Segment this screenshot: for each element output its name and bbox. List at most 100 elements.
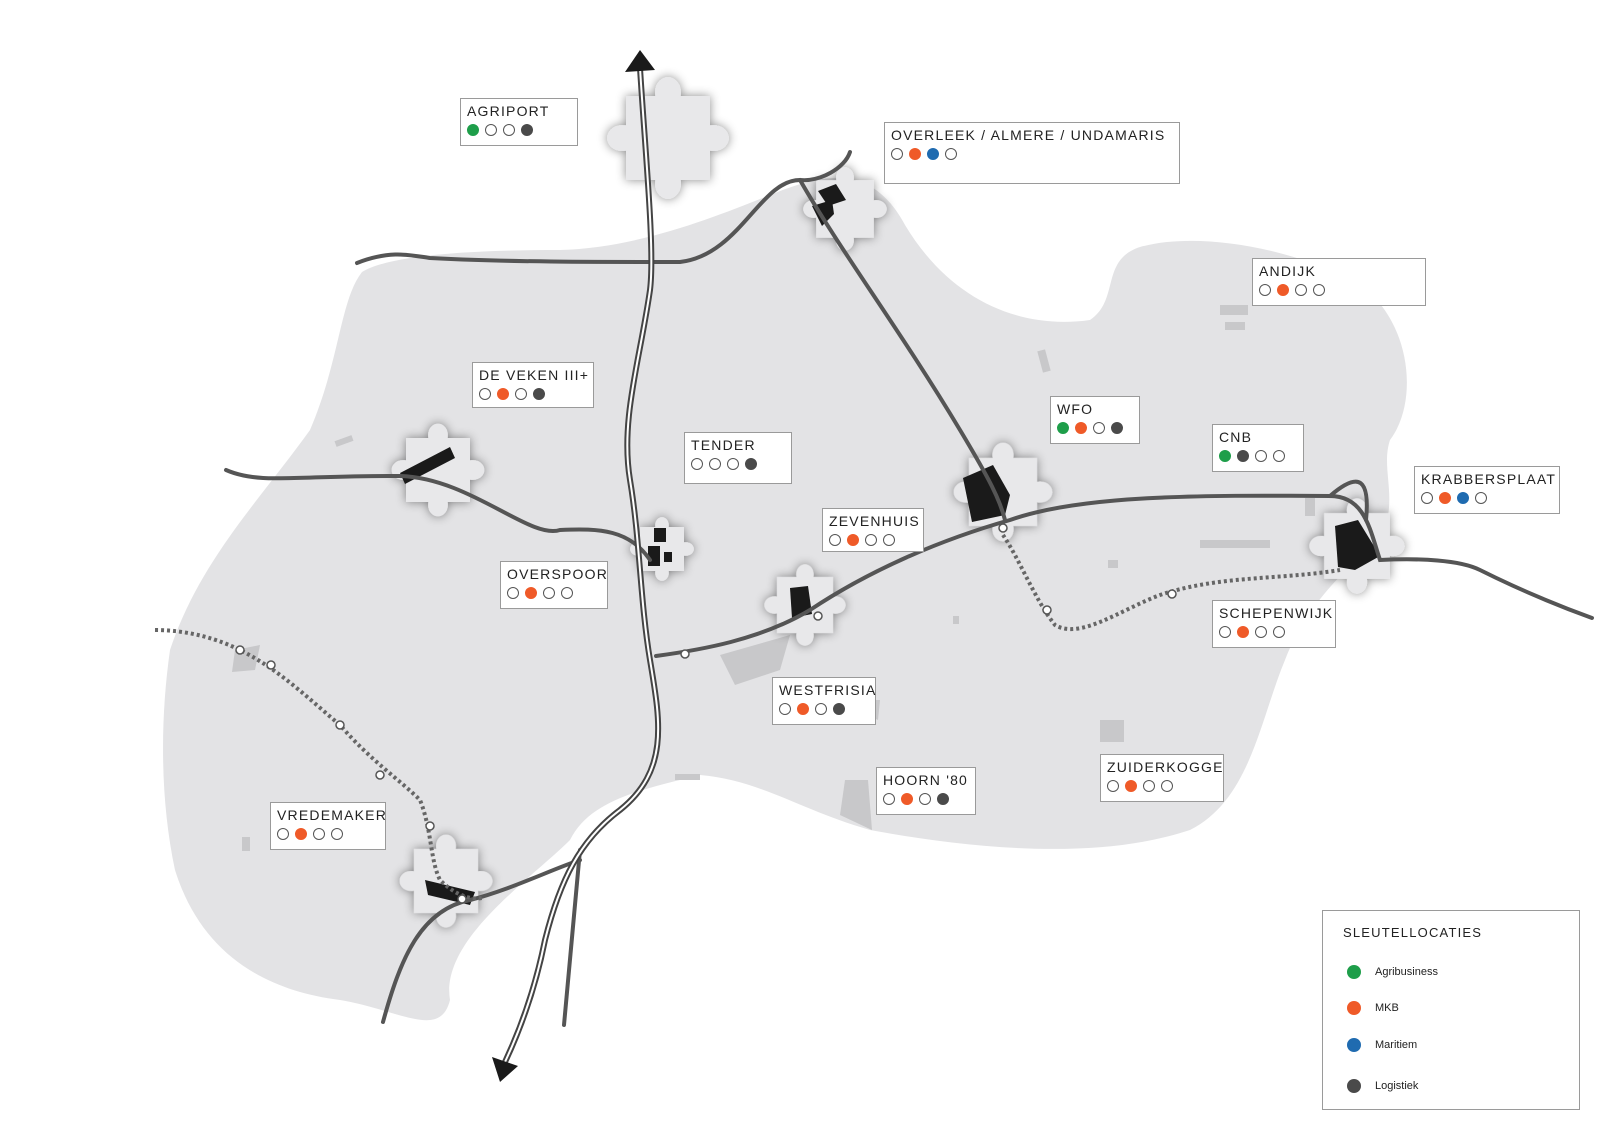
roads	[224, 150, 1594, 1027]
location-name: DE VEKEN III+	[479, 367, 590, 383]
sector-dot-empty	[277, 827, 289, 840]
sector-dot-empty	[883, 533, 895, 546]
sector-dot-empty	[1107, 779, 1119, 792]
location-box: KRABBERSPLAAT	[1414, 466, 1560, 514]
location-name: TENDER	[691, 437, 756, 453]
sector-dot-empty	[779, 702, 791, 715]
north-arrow-icon	[625, 50, 655, 72]
sector-dot-empty	[691, 457, 703, 470]
location-box: OVERLEEK / ALMERE / UNDAMARIS	[884, 122, 1180, 184]
sector-indicators	[1057, 419, 1133, 435]
sector-dot-empty	[313, 827, 325, 840]
location-box: OVERSPOOR	[500, 561, 608, 609]
sector-dot-empty	[709, 457, 721, 470]
legend-item-mkb: MKB	[1347, 999, 1399, 1015]
location-box: ANDIJK	[1252, 258, 1426, 306]
sector-dot-logistiek	[521, 123, 533, 136]
sector-dot-logistiek	[533, 387, 545, 400]
sector-indicators	[779, 700, 869, 716]
sector-dot-empty	[1273, 625, 1285, 638]
sector-dot-mkb	[901, 792, 913, 805]
location-name: CNB	[1219, 429, 1253, 445]
sector-dot-empty	[727, 457, 739, 470]
location-box: ZUIDERKOGGE	[1100, 754, 1224, 802]
location-box: WFO	[1050, 396, 1140, 444]
location-name: KRABBERSPLAAT	[1421, 471, 1557, 487]
location-box: WESTFRISIA	[772, 677, 876, 725]
sector-indicators	[883, 790, 969, 806]
sector-dot-empty	[515, 387, 527, 400]
legend-swatch	[1347, 1037, 1361, 1052]
legend-item-maritiem: Maritiem	[1347, 1036, 1417, 1052]
sector-dot-empty	[561, 586, 573, 599]
sector-dot-mkb	[797, 702, 809, 715]
sector-dot-empty	[1313, 283, 1325, 296]
sector-indicators	[1219, 623, 1329, 639]
legend-title: SLEUTELLOCATIES	[1343, 925, 1483, 940]
sector-dot-empty	[919, 792, 931, 805]
location-name: VREDEMAKER	[277, 807, 388, 823]
sector-indicators	[1259, 281, 1419, 297]
sector-dot-empty	[865, 533, 877, 546]
stations	[235, 523, 1177, 904]
location-name: SCHEPENWIJK	[1219, 605, 1334, 621]
sector-dot-empty	[1255, 625, 1267, 638]
legend-swatch	[1347, 1078, 1361, 1093]
sector-dot-maritiem	[1457, 491, 1469, 504]
location-box: CNB	[1212, 424, 1304, 472]
sector-dot-empty	[891, 147, 903, 160]
sector-indicators	[479, 385, 587, 401]
sector-dot-mkb	[497, 387, 509, 400]
sector-dot-empty	[543, 586, 555, 599]
sector-dot-empty	[1093, 421, 1105, 434]
sector-dot-mkb	[1439, 491, 1451, 504]
sector-dot-logistiek	[1237, 449, 1249, 462]
sector-dot-empty	[1143, 779, 1155, 792]
sector-dot-empty	[815, 702, 827, 715]
sector-dot-mkb	[525, 586, 537, 599]
sector-dot-empty	[945, 147, 957, 160]
location-box: SCHEPENWIJK	[1212, 600, 1336, 648]
location-box: TENDER	[684, 432, 792, 484]
sector-dot-empty	[1219, 625, 1231, 638]
sector-dot-empty	[507, 586, 519, 599]
sector-dot-empty	[1255, 449, 1267, 462]
location-name: HOORN '80	[883, 772, 969, 788]
sector-dot-logistiek	[833, 702, 845, 715]
sector-dot-empty	[883, 792, 895, 805]
sector-indicators	[467, 121, 571, 137]
location-name: WFO	[1057, 401, 1094, 417]
legend-swatch	[1347, 964, 1361, 979]
sector-indicators	[1107, 777, 1217, 793]
sector-dot-agribusiness	[1219, 449, 1231, 462]
sector-indicators	[277, 825, 379, 841]
sector-dot-mkb	[295, 827, 307, 840]
sector-dot-agribusiness	[467, 123, 479, 136]
location-name: OVERSPOOR	[507, 566, 609, 582]
sector-dot-empty	[829, 533, 841, 546]
sector-indicators	[1219, 447, 1297, 463]
location-name: ANDIJK	[1259, 263, 1316, 279]
legend: SLEUTELLOCATIES Agribusiness MKB Maritie…	[1322, 910, 1580, 1110]
legend-swatch	[1347, 1000, 1361, 1015]
sector-dot-logistiek	[937, 792, 949, 805]
sector-dot-empty	[479, 387, 491, 400]
sector-dot-empty	[1421, 491, 1433, 504]
sector-dot-mkb	[909, 147, 921, 160]
sector-indicators	[829, 531, 917, 547]
sector-dot-maritiem	[927, 147, 939, 160]
location-name: ZEVENHUIS	[829, 513, 920, 529]
sector-dot-empty	[1475, 491, 1487, 504]
sector-dot-empty	[1273, 449, 1285, 462]
sector-dot-mkb	[847, 533, 859, 546]
location-name: ZUIDERKOGGE	[1107, 759, 1224, 775]
location-name: WESTFRISIA	[779, 682, 877, 698]
south-arrow-icon	[492, 1057, 518, 1082]
sector-dot-mkb	[1075, 421, 1087, 434]
location-box: AGRIPORT	[460, 98, 578, 146]
sector-dot-mkb	[1125, 779, 1137, 792]
sector-dot-mkb	[1277, 283, 1289, 296]
sector-dot-empty	[503, 123, 515, 136]
location-box: ZEVENHUIS	[822, 508, 924, 552]
location-box: VREDEMAKER	[270, 802, 386, 850]
